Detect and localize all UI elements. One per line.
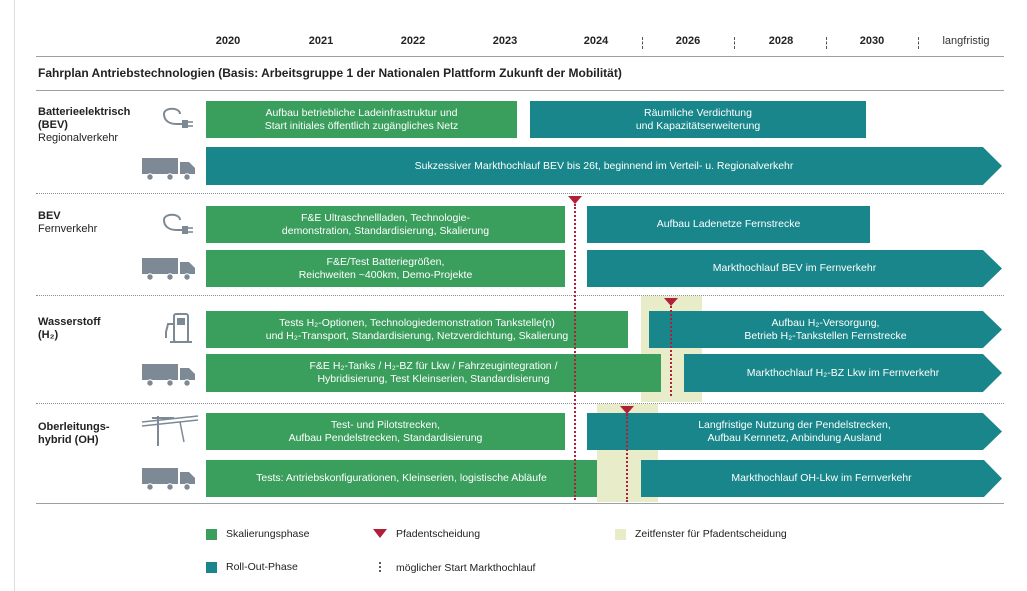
phase-segment: F&E H₂-Tanks / H₂-BZ für Lkw / Fahrzeugi… bbox=[206, 354, 661, 392]
phase-segment: Tests H₂-Optionen, Technologiedemonstrat… bbox=[206, 311, 628, 348]
legend-decision: Pfadentscheidung bbox=[373, 528, 480, 540]
segment-label: Aufbau H₂-Versorgung, Betrieb H₂-Tankste… bbox=[744, 316, 907, 342]
segment-label: Markthochlauf BEV im Fernverkehr bbox=[712, 262, 877, 274]
legend-scaling: Skalierungsphase bbox=[206, 528, 309, 540]
section-divider bbox=[36, 403, 1004, 404]
segment-label: Tests H₂-Optionen, Technologiedemonstrat… bbox=[265, 316, 569, 342]
legend-label: Pfadentscheidung bbox=[396, 528, 481, 540]
year-label: 2024 bbox=[583, 35, 609, 47]
segment-label: F&E/Test Batteriegrößen, Reichweiten ~40… bbox=[298, 255, 473, 281]
truck-icon bbox=[142, 468, 195, 491]
legend-label: Roll-Out-Phase bbox=[226, 561, 298, 573]
legend-rollout: Roll-Out-Phase bbox=[206, 561, 298, 573]
phase-segment: Markthochlauf OH-Lkw im Fernverkehr bbox=[641, 460, 1002, 497]
year-label: langfristig bbox=[942, 35, 990, 47]
truck-icon bbox=[142, 158, 195, 181]
category-name: BEV bbox=[38, 210, 61, 222]
legend-window: Zeitfenster für Pfadentscheidung bbox=[615, 528, 787, 540]
phase-segment: Test- und Pilotstrecken, Aufbau Pendelst… bbox=[206, 413, 565, 450]
decision-triangle-icon bbox=[373, 529, 387, 538]
segment-label: Test- und Pilotstrecken, Aufbau Pendelst… bbox=[288, 418, 483, 444]
legend-start: möglicher Start Markthochlauf bbox=[373, 561, 535, 575]
phase-segment: Aufbau H₂-Versorgung, Betrieb H₂-Tankste… bbox=[649, 311, 1002, 348]
phase-segment: Langfristige Nutzung der Pendelstrecken,… bbox=[587, 413, 1002, 450]
year-label: 2028 bbox=[768, 35, 794, 47]
category-sub: Fernverkehr bbox=[38, 223, 98, 235]
dotted-line-icon bbox=[379, 562, 381, 574]
truck-icon bbox=[142, 258, 195, 281]
segment-label: Markthochlauf OH-Lkw im Fernverkehr bbox=[731, 472, 912, 484]
hydrogen-pump-icon bbox=[165, 313, 192, 343]
legend-label: Zeitfenster für Pfadentscheidung bbox=[635, 528, 787, 540]
category-bev-long-haul: BEV Fernverkehr bbox=[38, 210, 97, 236]
segment-label: Aufbau Ladenetze Fernstrecke bbox=[656, 218, 801, 230]
category-hydrogen: Wasserstoff (H₂) bbox=[38, 316, 101, 342]
charging-plug-icon bbox=[163, 107, 193, 128]
category-name: hybrid (OH) bbox=[38, 434, 99, 446]
phase-segment: Markthochlauf BEV im Fernverkehr bbox=[587, 250, 1002, 287]
truck-icon bbox=[142, 364, 195, 387]
possible-start-line bbox=[574, 204, 576, 500]
category-name: Batterieelektrisch bbox=[38, 106, 131, 118]
year-label: 2021 bbox=[308, 35, 334, 47]
section-divider bbox=[36, 193, 1004, 194]
bottom-rule bbox=[36, 503, 1004, 504]
path-decision-marker bbox=[664, 298, 678, 306]
overhead-line-icon bbox=[141, 415, 199, 446]
year-label: 2023 bbox=[492, 35, 518, 47]
phase-segment: Räumliche Verdichtung und Kapazitätserwe… bbox=[530, 101, 866, 138]
segment-label: F&E Ultraschnellladen, Technologie- demo… bbox=[281, 211, 490, 237]
year-label: 2030 bbox=[859, 35, 885, 47]
timeline-separator bbox=[826, 37, 827, 49]
category-overhead-hybrid: Oberleitungs- hybrid (OH) bbox=[38, 421, 110, 447]
phase-segment: Sukzessiver Markthochlauf BEV bis 26t, b… bbox=[206, 147, 1002, 185]
section-divider bbox=[36, 295, 1004, 296]
category-name: (BEV) bbox=[38, 119, 68, 131]
segment-label: Sukzessiver Markthochlauf BEV bis 26t, b… bbox=[414, 159, 794, 172]
segment-label: F&E H₂-Tanks / H₂-BZ für Lkw / Fahrzeugi… bbox=[309, 360, 558, 385]
phase-segment: Aufbau Ladenetze Fernstrecke bbox=[587, 206, 870, 243]
diagram-title: Fahrplan Antriebstechnologien (Basis: Ar… bbox=[38, 66, 622, 80]
timeline-separator bbox=[734, 37, 735, 49]
phase-segment: F&E/Test Batteriegrößen, Reichweiten ~40… bbox=[206, 250, 565, 287]
year-label: 2020 bbox=[215, 35, 241, 47]
category-sub: Regionalverkehr bbox=[38, 132, 119, 144]
category-bev-regional: Batterieelektrisch (BEV) Regionalverkehr bbox=[38, 106, 130, 145]
legend-swatch bbox=[206, 561, 217, 573]
category-name: (H₂) bbox=[38, 329, 59, 341]
phase-segment: Markthochlauf H₂-BZ Lkw im Fernverkehr bbox=[684, 354, 1002, 392]
segment-label: Aufbau betriebliche Ladeinfrastruktur un… bbox=[264, 106, 459, 132]
path-decision-marker bbox=[568, 196, 582, 204]
year-label: 2022 bbox=[400, 35, 426, 47]
category-name: Oberleitungs- bbox=[38, 421, 110, 433]
legend-swatch bbox=[615, 528, 626, 540]
path-decision-marker bbox=[620, 406, 634, 414]
segment-label: Tests: Antriebskonfigurationen, Kleinser… bbox=[256, 472, 547, 484]
category-name: Wasserstoff bbox=[38, 316, 101, 328]
possible-start-line bbox=[670, 306, 672, 396]
possible-start-line bbox=[626, 414, 628, 502]
segment-label: Räumliche Verdichtung und Kapazitätserwe… bbox=[635, 106, 761, 132]
segment-label: Langfristige Nutzung der Pendelstrecken,… bbox=[698, 418, 891, 444]
phase-segment: Tests: Antriebskonfigurationen, Kleinser… bbox=[206, 460, 597, 497]
segment-label: Markthochlauf H₂-BZ Lkw im Fernverkehr bbox=[746, 366, 940, 379]
legend-label: Skalierungsphase bbox=[226, 528, 310, 540]
legend-swatch bbox=[206, 528, 217, 540]
year-label: 2026 bbox=[675, 35, 701, 47]
phase-segment: F&E Ultraschnellladen, Technologie- demo… bbox=[206, 206, 565, 243]
left-frame-line bbox=[14, 0, 15, 591]
title-rule bbox=[36, 90, 1004, 91]
phase-segment: Aufbau betriebliche Ladeinfrastruktur un… bbox=[206, 101, 517, 138]
timeline-separator bbox=[642, 37, 643, 49]
timeline-separator bbox=[918, 37, 919, 49]
charging-plug-icon bbox=[163, 213, 193, 234]
header-rule bbox=[36, 56, 1004, 57]
legend-label: möglicher Start Markthochlauf bbox=[396, 562, 536, 574]
